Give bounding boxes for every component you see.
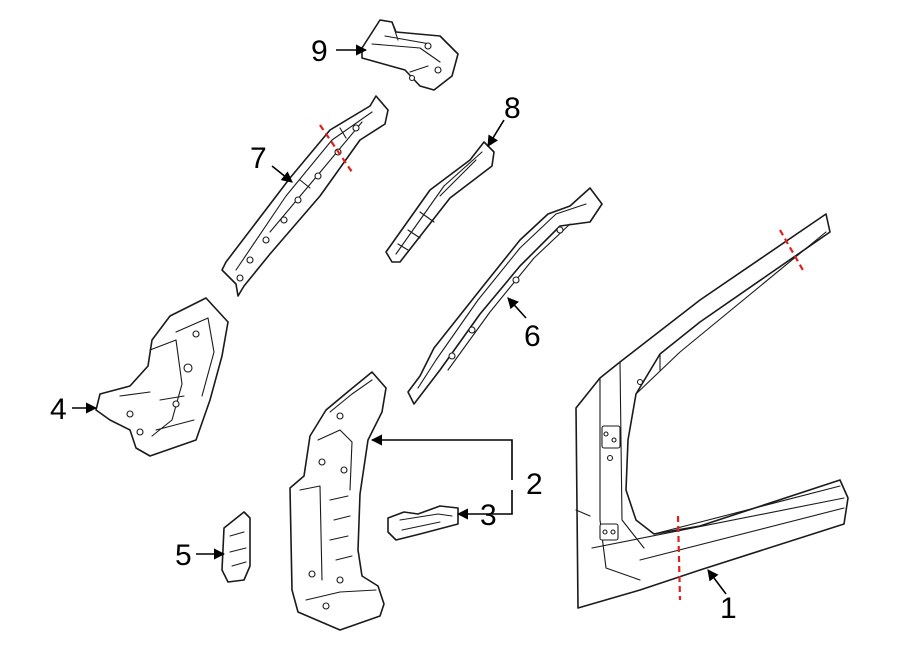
part-7-windshield-pillar-inner[interactable] (221, 95, 389, 297)
callout-labels: 9 7 8 6 4 2 3 5 1 (50, 35, 737, 625)
leader-2-3-bracket (480, 490, 513, 515)
part-1-body-side-outer[interactable] (575, 213, 849, 609)
callout-7: 7 (250, 142, 267, 175)
part-3-hinge-pillar-bracket[interactable] (387, 505, 459, 541)
callout-6: 6 (524, 320, 541, 353)
part-4-cowl-side-panel[interactable] (95, 297, 229, 457)
leader-2 (370, 434, 513, 480)
leader-8 (487, 119, 505, 147)
callout-1: 1 (720, 592, 737, 625)
leader-lines (72, 44, 727, 595)
part-9-pillar-upper-bracket[interactable] (361, 19, 459, 91)
callout-2: 2 (526, 468, 543, 501)
callout-5: 5 (175, 539, 192, 572)
callout-3: 3 (480, 499, 497, 532)
part-6-windshield-pillar-reinforcement[interactable] (407, 187, 603, 405)
leader-1 (707, 569, 727, 595)
part-8-windshield-pillar-brace[interactable] (385, 141, 495, 263)
leader-7 (271, 165, 293, 183)
part-5-hinge-pillar-lower-bracket[interactable] (221, 511, 251, 583)
callout-4: 4 (50, 393, 67, 426)
part-2-hinge-pillar-reinforcement[interactable] (289, 371, 387, 631)
callout-8: 8 (504, 92, 521, 125)
callout-9: 9 (311, 35, 328, 68)
leader-6 (507, 297, 527, 319)
